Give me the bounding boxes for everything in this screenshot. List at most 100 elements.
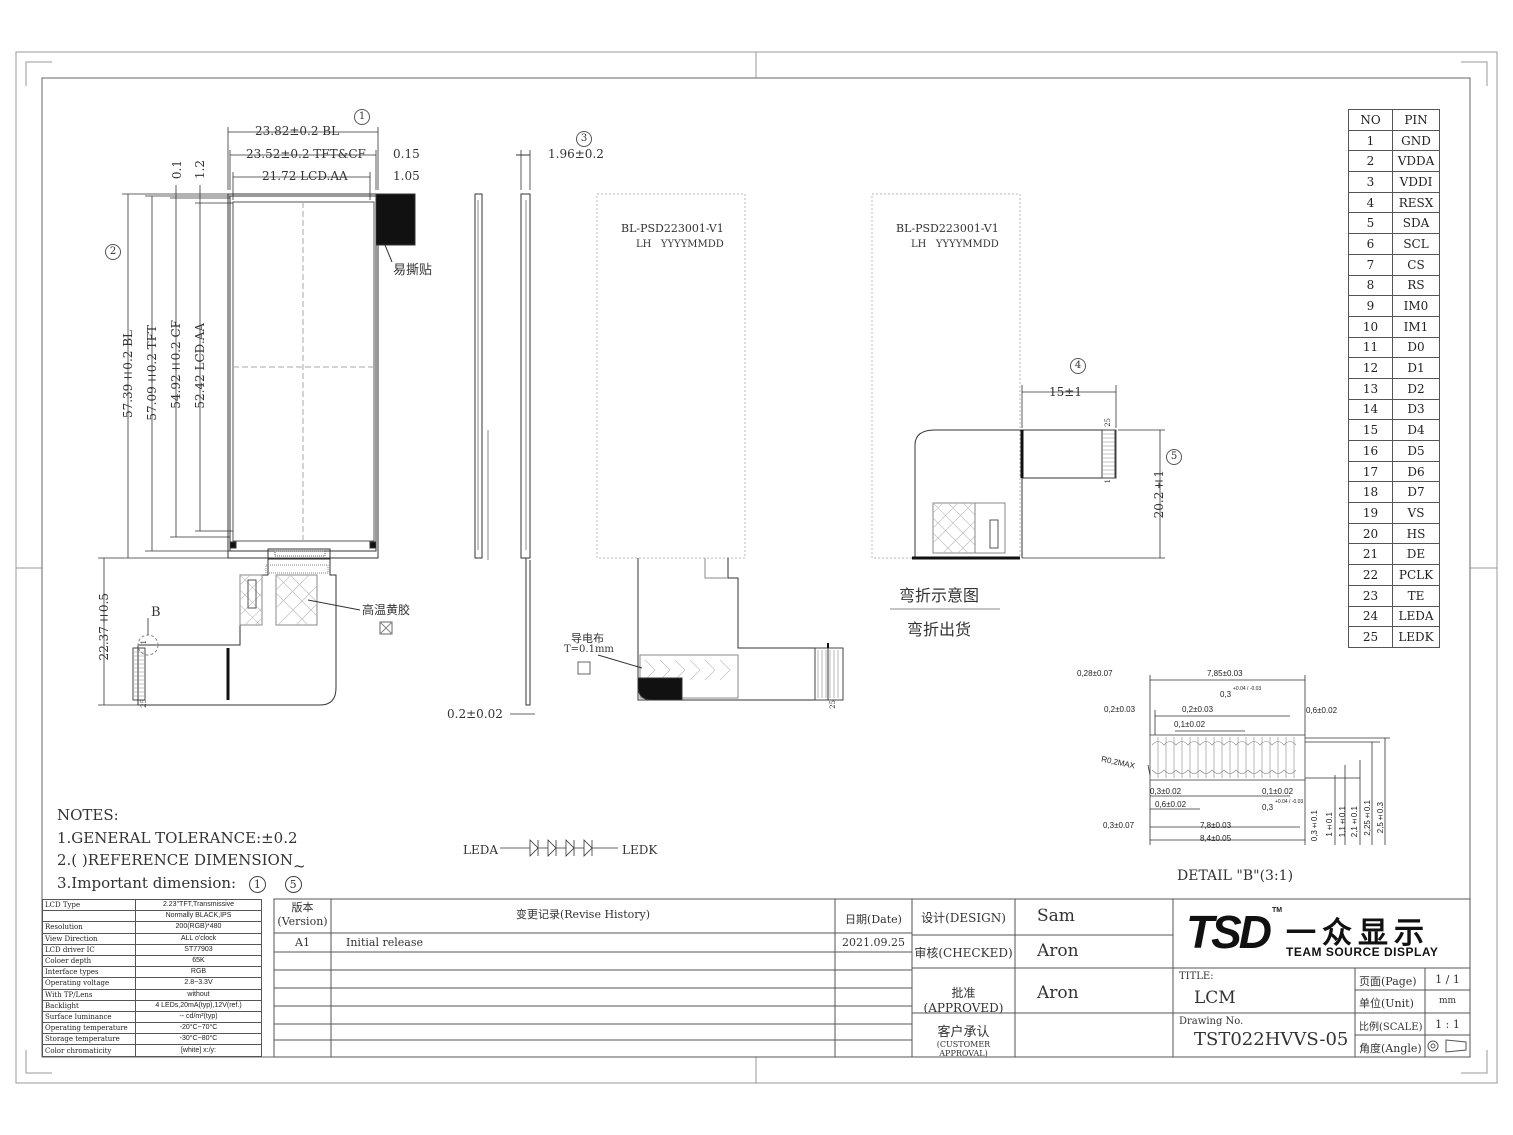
dim-fold-width: 15±1 [1049, 385, 1082, 399]
pin-number: 10 [1348, 315, 1393, 338]
detail-dim-11: 0,6±0.02 [1155, 800, 1187, 809]
design-label: 设计(DESIGN) [921, 911, 1006, 925]
label-easy-tear: 易撕贴 [393, 263, 433, 278]
logo-en-name: TEAM SOURCE DISPLAY [1286, 945, 1439, 959]
table-row: Storage temperature-30°C~80°C [42, 1033, 262, 1046]
detail-dim-5: 0,2±0.03 [1182, 705, 1214, 714]
table-row: Operating temperature-20°C~70°C [42, 1022, 262, 1035]
spec-key: Operating voltage [42, 977, 136, 990]
pin-number: 5 [1348, 212, 1393, 235]
spec-value: ALL o'clock [135, 932, 262, 945]
pin-name: D3 [1392, 398, 1440, 421]
logo-tm: TM [1272, 907, 1283, 914]
customer-approval-label-en: (CUSTOMER APPROVAL) [936, 1040, 991, 1058]
spec-value: RGB [135, 966, 262, 979]
pin-number: 8 [1348, 274, 1393, 297]
pin-name: D1 [1392, 357, 1440, 379]
detail-dim-7: 0,1±0.02 [1174, 720, 1206, 729]
rev-history-header: 变更记录(Revise History) [515, 908, 651, 921]
detail-dim-13: 0,3±0.07 [1103, 821, 1135, 830]
pin-number: 3 [1348, 171, 1393, 193]
page-label: 页面(Page) [1359, 975, 1417, 988]
pin-number: 20 [1348, 522, 1393, 545]
marker-4: 4 [1070, 358, 1086, 374]
rev-version-header-cn: 版本 [291, 901, 314, 914]
label-bl-date-back: LH YYYYMMDD [636, 239, 724, 250]
dim-tft-height: 57.09±0.2 TFT [145, 325, 159, 421]
spec-key: Interface types [42, 966, 136, 979]
label-fpc-pin25-back: 25 [829, 700, 837, 709]
title-label: TITLE: [1179, 971, 1214, 982]
spec-value: without [135, 988, 262, 1001]
dim-tft-width: 23.52±0.2 TFT&CF [246, 147, 366, 161]
spec-value: 65K [135, 954, 262, 968]
approved-label: 批准(APPROVED) [923, 986, 1004, 1015]
pin-name: SDA [1392, 212, 1440, 235]
dim-thickness: 1.96±0.2 [548, 147, 604, 161]
detail-vdim-5: 2,25±0.1 [1363, 800, 1372, 836]
pin-number: 13 [1348, 377, 1393, 400]
detail-vdim-2: 1±0.1 [1325, 812, 1334, 837]
marker-3: 3 [576, 131, 592, 147]
spec-key: Backlight [42, 999, 136, 1012]
backlight-outline [227, 193, 379, 559]
pin-name: GND [1392, 129, 1440, 152]
label-conductive-cloth: 导电布 [571, 632, 604, 645]
pin-number: 7 [1348, 253, 1393, 276]
pin-name: VDDI [1392, 171, 1440, 193]
spec-value: 2.23"TFT,Transmissive [135, 898, 262, 912]
label-leda: LEDA [463, 843, 499, 857]
conductive-cloth [639, 654, 739, 699]
marker-2: 2 [105, 244, 121, 260]
detail-dim-6: 0,6±0.02 [1306, 706, 1338, 715]
spec-key [42, 910, 136, 923]
pin-name: D6 [1392, 460, 1440, 483]
unit-value: mm [1438, 996, 1457, 1006]
pin-name: SCL [1392, 233, 1440, 255]
pin-number: 15 [1348, 419, 1393, 441]
logo-mark: TSD [1186, 906, 1272, 958]
label-bend-ship: 弯折出货 [907, 620, 972, 639]
marker-5: 5 [1166, 449, 1182, 465]
dim-fold-height: 20.2±1 [1152, 470, 1166, 519]
pin-number: 9 [1348, 295, 1393, 317]
note-3: 3.Important dimension: 1 5 [57, 872, 306, 895]
angle-label: 角度(Angle) [1359, 1042, 1422, 1055]
spec-value: -- cd/m²(typ) [135, 1010, 262, 1024]
detail-dim-3-tol: +0.04 / -0.03 [1233, 686, 1262, 692]
drawing-no-value: TST022HVVS-05 [1194, 1029, 1349, 1050]
detail-vdim-3: 1,1±0.1 [1338, 806, 1347, 838]
pin-number: 14 [1348, 398, 1393, 421]
label-bl-date-bent: LH YYYYMMDD [911, 239, 999, 250]
dim-0-15: 0.15 [393, 147, 420, 161]
rev-desc: Initial release [346, 936, 423, 949]
front-view [132, 193, 416, 706]
spec-key: Operating temperature [42, 1022, 136, 1035]
label-bl-code-bent: BL-PSD223001-V1 [896, 222, 999, 235]
scale-label: 比例(SCALE) [1359, 1022, 1423, 1033]
pin-name: CS [1392, 253, 1440, 276]
unit-label: 单位(Unit) [1359, 997, 1414, 1010]
checked-label: 审核(CHECKED) [914, 946, 1013, 960]
pin-number: 1 [1348, 129, 1393, 152]
design-value: Sam [1037, 906, 1075, 926]
detail-dim-9: 0,3±0.02 [1150, 787, 1182, 796]
pin-name: RESX [1392, 191, 1440, 214]
notes-title: NOTES: [57, 806, 119, 824]
pin-number: NO [1348, 109, 1393, 131]
rev-version-header: 版本 (Version) [274, 901, 331, 929]
